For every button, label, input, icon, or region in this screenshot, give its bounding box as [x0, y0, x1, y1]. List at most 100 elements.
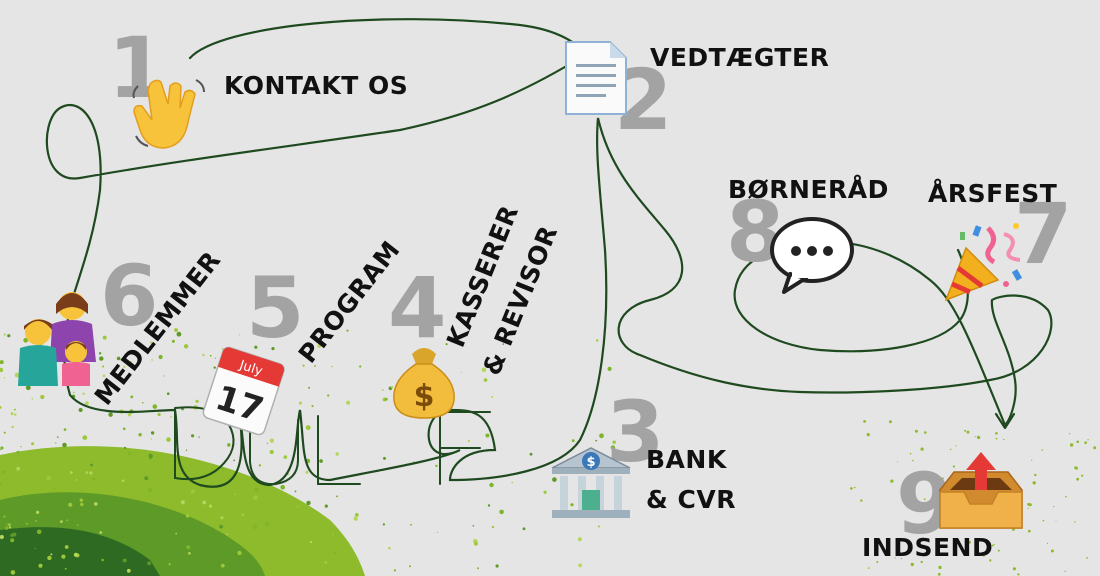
grass-speckle: [967, 540, 971, 544]
grass-speckle: [382, 523, 385, 526]
grass-speckle: [54, 442, 57, 444]
grass-speckle: [122, 427, 126, 431]
grass-speckle: [467, 439, 471, 443]
grass-speckle: [137, 353, 140, 356]
grass-speckle: [13, 408, 16, 411]
grass-speckle: [183, 344, 189, 349]
grass-speckle: [36, 529, 42, 535]
grass-speckle: [265, 522, 270, 527]
grass-speckle: [50, 504, 53, 507]
grass-speckle: [31, 398, 33, 400]
grass-speckle: [388, 546, 391, 550]
grass-speckle: [4, 526, 9, 530]
grass-speckle: [983, 555, 985, 557]
calendar-icon: July 17: [202, 346, 285, 436]
grass-speckle: [995, 437, 998, 440]
grass-speckle: [1065, 495, 1067, 498]
grass-speckle: [308, 386, 310, 389]
grass-speckle: [317, 344, 322, 348]
grass-speckle: [75, 478, 78, 482]
party-popper-icon: [944, 223, 1023, 302]
grass-speckle: [281, 330, 284, 333]
grass-speckle: [16, 466, 21, 471]
grass-speckle: [166, 392, 170, 396]
grass-speckle: [85, 471, 89, 474]
grass-speckle: [40, 394, 45, 400]
grass-speckle: [186, 545, 191, 550]
step-number-6: 6: [100, 247, 159, 345]
step-label-indsend: INDSEND: [862, 533, 994, 562]
grass-speckle: [1053, 506, 1055, 508]
grass-speckle: [0, 446, 4, 450]
grass-speckle: [306, 500, 311, 506]
grass-speckle: [477, 567, 479, 570]
grass-speckle: [324, 560, 328, 564]
grass-speckle: [144, 476, 149, 481]
grass-speckle: [920, 447, 924, 451]
grass-speckle: [1074, 521, 1076, 523]
grass-speckle: [1027, 502, 1031, 506]
grass-speckle: [964, 429, 967, 432]
grass-speckle: [354, 513, 359, 517]
grass-speckle: [383, 456, 386, 460]
grass-speckle: [309, 540, 313, 544]
grass-speckle: [266, 442, 269, 445]
grass-speckle: [227, 443, 231, 447]
grass-speckle: [269, 438, 274, 443]
grass-speckle: [578, 563, 582, 568]
grass-speckle: [99, 531, 103, 534]
grass-speckle: [311, 405, 314, 408]
grass-speckle: [57, 436, 59, 438]
grass-speckle: [102, 365, 105, 368]
grass-speckle: [148, 453, 153, 459]
grass-speckle: [46, 476, 51, 481]
grass-speckle: [332, 533, 334, 536]
grass-speckle: [123, 446, 127, 450]
grass-speckle: [171, 457, 173, 460]
grass-speckle: [258, 464, 261, 467]
grass-speckle: [923, 498, 926, 500]
grass-speckle: [324, 504, 328, 508]
grass-speckle: [280, 485, 286, 490]
grass-speckle: [111, 534, 116, 539]
grass-speckle: [937, 572, 941, 576]
grass-speckle: [176, 331, 182, 337]
family-icon: [18, 292, 96, 386]
grass-speckle: [522, 527, 526, 531]
grass-speckle: [127, 503, 129, 505]
logo-stroke: [249, 419, 299, 486]
grass-speckle: [331, 365, 333, 368]
grass-speckle: [570, 503, 574, 507]
grass-speckle: [85, 401, 89, 405]
grass-speckle: [126, 568, 131, 573]
grass-speckle: [359, 365, 362, 368]
grass-speckle: [108, 412, 113, 417]
calendar-month-text: July: [237, 358, 265, 380]
grass-speckle: [867, 567, 870, 569]
grass-speckle: [3, 377, 6, 379]
grass-speckle: [10, 570, 16, 575]
grass-speckle: [487, 504, 491, 507]
grass-speckle: [64, 545, 69, 549]
grass-speckle: [1050, 549, 1054, 553]
grass-speckle: [213, 366, 216, 369]
grass-speckle: [610, 445, 616, 450]
grass-speckle: [168, 563, 171, 566]
grass-speckle: [123, 365, 126, 368]
grass-speckle: [1055, 519, 1057, 521]
grass-speckle: [254, 345, 258, 349]
grass-speckle: [220, 516, 224, 520]
svg-text:$: $: [414, 379, 435, 414]
grass-speckle: [485, 433, 490, 438]
step-label-bank-line1: BANK: [646, 445, 727, 474]
grass-speckle: [1046, 542, 1049, 545]
grass-speckle: [102, 335, 107, 340]
grass-speckle: [188, 552, 191, 555]
grass-speckle: [1087, 439, 1089, 441]
grass-speckle: [966, 430, 970, 434]
step-label-aarsfest: ÅRSFEST: [928, 179, 1058, 208]
grass-speckle: [166, 437, 171, 442]
grass-speckle: [353, 516, 358, 521]
grass-speckle: [995, 432, 998, 435]
grass-speckle: [26, 522, 28, 525]
